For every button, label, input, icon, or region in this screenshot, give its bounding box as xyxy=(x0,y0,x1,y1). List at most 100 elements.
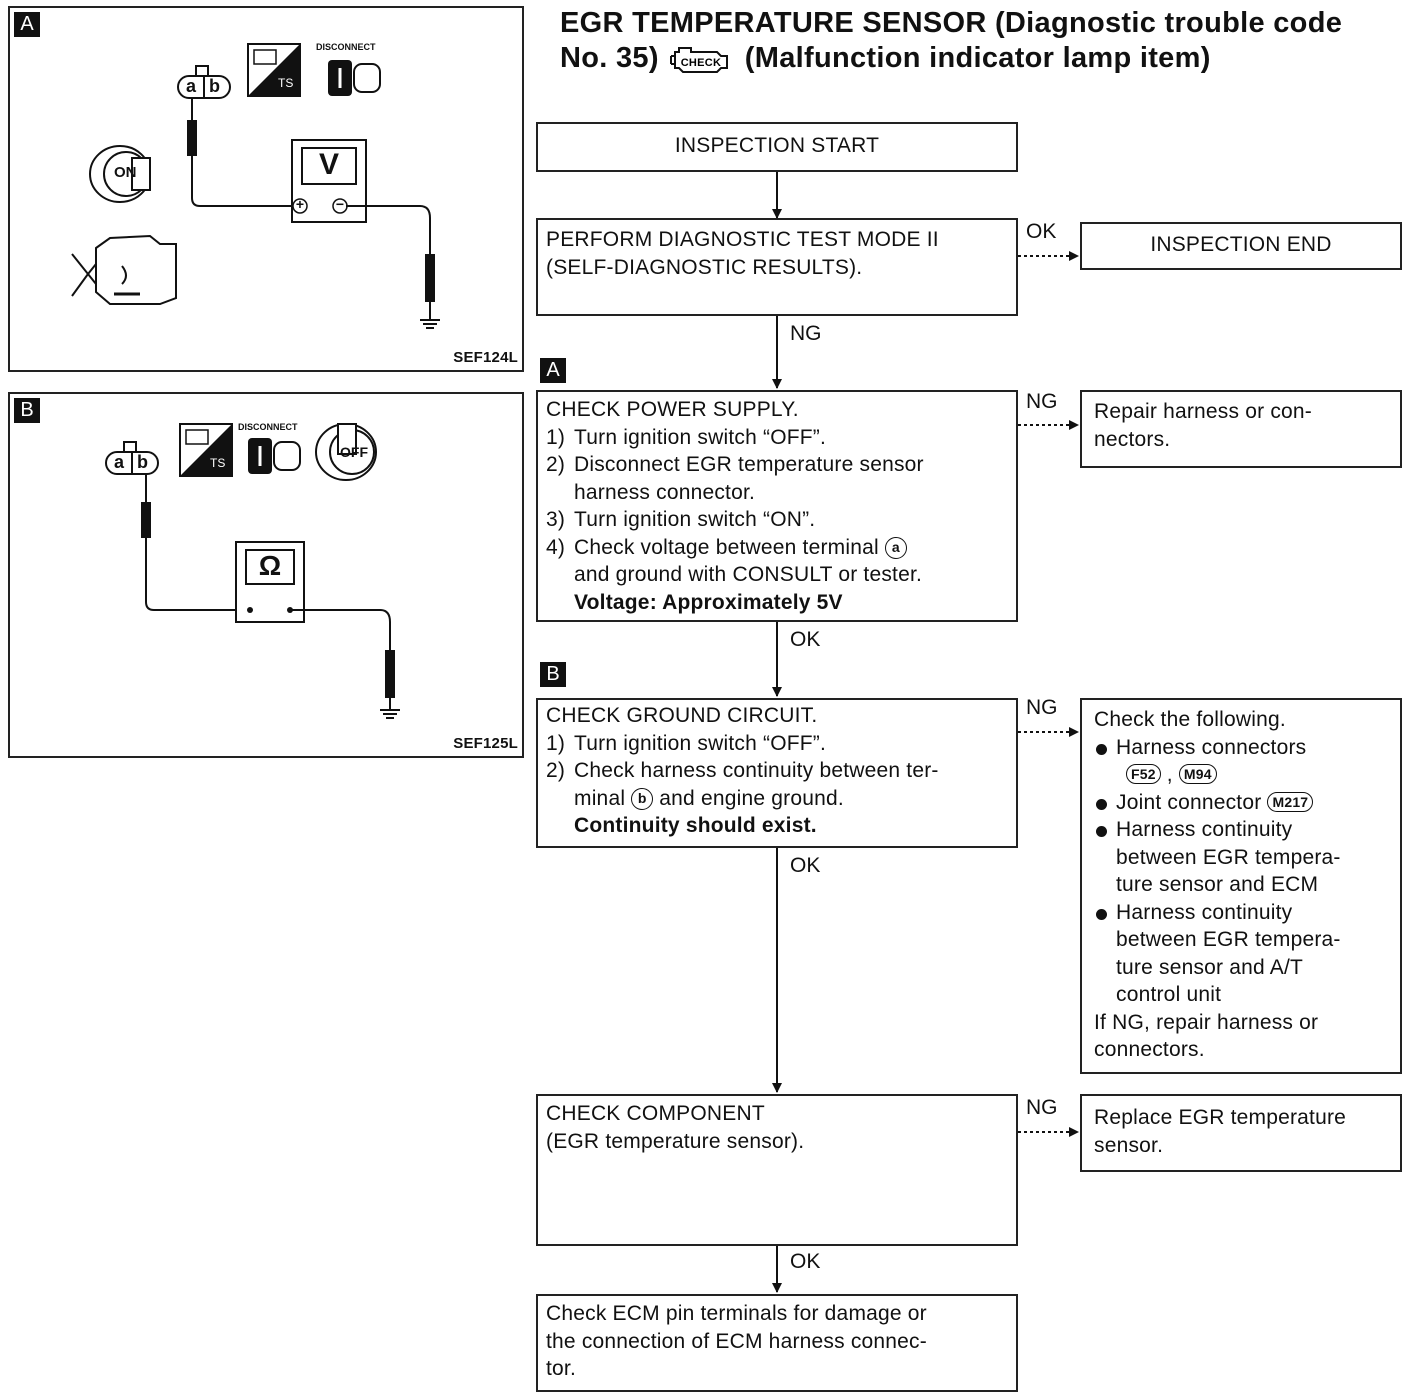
check-item: Joint connector M217 xyxy=(1094,789,1388,817)
figure-b-tag: B xyxy=(14,398,40,423)
power-step-num: 4) xyxy=(546,535,566,559)
check-item-text: ture sensor and A/T xyxy=(1116,955,1304,979)
ts-icon xyxy=(179,423,233,477)
check-following-footer-2: connectors. xyxy=(1094,1038,1205,1061)
flow-label-ok: OK xyxy=(790,1250,821,1273)
page-title: EGR TEMPERATURE SENSOR (Diagnostic troub… xyxy=(560,6,1410,76)
power-supply-box: CHECK POWER SUPPLY. 1) Turn ignition swit… xyxy=(536,390,1018,622)
power-supply-steps: 1) Turn ignition switch “OFF”. 2) Disconne… xyxy=(546,424,1008,617)
power-step-text: Check voltage between terminal xyxy=(574,535,879,559)
disconnect-label: DISCONNECT xyxy=(238,422,298,432)
figure-a-tag: A xyxy=(14,12,40,37)
power-step-text: and ground with CONSULT or tester. xyxy=(574,563,923,586)
mode2-line-2: (SELF-DIAGNOSTIC RESULTS). xyxy=(546,255,863,279)
check-icon-text: CHECK xyxy=(680,57,721,69)
check-engine-icon: CHECK xyxy=(669,42,735,76)
flow-label-ok: OK xyxy=(790,628,821,651)
check-component-box: CHECK COMPONENT (EGR temperature sensor)… xyxy=(536,1094,1018,1246)
connector-codes: F52 , M94 xyxy=(1116,761,1388,789)
check-item-text: ture sensor and ECM xyxy=(1116,873,1319,896)
power-step: and ground with CONSULT or tester. xyxy=(546,561,1008,589)
ground-step: 2) Check harness continuity between ter- xyxy=(546,757,1008,785)
ts-icon xyxy=(247,43,301,97)
replace-line-2: sensor. xyxy=(1094,1133,1164,1157)
disconnect-icon xyxy=(328,60,381,96)
voltmeter-icon xyxy=(291,139,367,223)
probe-icon xyxy=(425,254,435,302)
probe-icon xyxy=(187,120,197,156)
check-following-list: Harness connectors F52 , M94 Joint conne… xyxy=(1094,734,1388,1009)
meter-plus-label: + xyxy=(295,196,305,212)
power-supply-heading: CHECK POWER SUPPLY. xyxy=(546,398,799,421)
ground-circuit-box: CHECK GROUND CIRCUIT. 1)Turn ignition sw… xyxy=(536,698,1018,848)
title-mil-item: (Malfunction indicator lamp item) xyxy=(744,42,1211,74)
check-following-footer-1: If NG, repair harness or xyxy=(1094,1010,1319,1034)
check-following-heading: Check the following. xyxy=(1094,708,1286,731)
flow-label-ok: OK xyxy=(1026,220,1057,243)
flow-label-ng: NG xyxy=(1026,390,1058,413)
ground-step-num: 2) xyxy=(546,759,566,782)
ground-step-text: and engine ground. xyxy=(659,786,844,810)
connector-badge: M217 xyxy=(1267,791,1314,812)
ground-steps: 1)Turn ignition switch “OFF”. 2)Check ha… xyxy=(546,730,1008,840)
power-step-text: Turn ignition switch “OFF”. xyxy=(574,425,827,449)
mode2-box: PERFORM DIAGNOSTIC TEST MODE II (SELF-DI… xyxy=(536,218,1018,316)
ground-step: minal b and engine ground. xyxy=(546,785,1008,813)
ts-label: TS xyxy=(278,76,294,90)
power-step: Voltage: Approximately 5V xyxy=(546,589,1008,617)
ground-step-text: Check harness continuity between ter- xyxy=(574,759,939,782)
continuity-spec: Continuity should exist. xyxy=(574,814,817,837)
figure-b-drawing xyxy=(105,423,400,719)
power-step-text: harness connector. xyxy=(574,480,756,504)
title-code: No. 35) xyxy=(560,42,659,74)
meter-volt-label: V xyxy=(318,148,339,181)
probe-icon xyxy=(141,502,151,538)
power-step: harness connector. xyxy=(546,479,1008,507)
meter-ohm-label: Ω xyxy=(258,550,282,581)
connector-terminal-a: a xyxy=(186,76,197,96)
terminal-b-marker: b xyxy=(631,787,654,810)
connector-badge: F52 xyxy=(1126,764,1161,784)
power-step-text: Disconnect EGR temperature sensor xyxy=(574,453,924,476)
ecm-line-3: tor. xyxy=(546,1357,576,1380)
connector-badge: M94 xyxy=(1178,764,1217,784)
component-line-2: (EGR temperature sensor). xyxy=(546,1129,805,1153)
power-step-num: 2) xyxy=(546,453,566,476)
ignition-on-label: ON xyxy=(114,164,137,181)
flow-label-ng: NG xyxy=(1026,1096,1058,1119)
check-item: Harness connectors F52 , M94 xyxy=(1094,734,1388,789)
repair-line-2: nectors. xyxy=(1094,427,1171,451)
power-step: 3)Turn ignition switch “ON”. xyxy=(546,506,1008,534)
figure-a-code: SEF124L xyxy=(453,349,518,366)
replace-sensor-box: Replace EGR temperature sensor. xyxy=(1080,1094,1402,1172)
ground-step: Continuity should exist. xyxy=(546,812,1008,840)
figure-a-drawing xyxy=(71,43,440,329)
power-step: 2) Disconnect EGR temperature sensor xyxy=(546,451,1008,479)
title-line-1: EGR TEMPERATURE SENSOR (Diagnostic troub… xyxy=(560,7,1343,39)
disconnect-label: DISCONNECT xyxy=(316,42,376,52)
ground-step-text: Turn ignition switch “OFF”. xyxy=(574,731,827,755)
check-item-text: Joint connector xyxy=(1116,790,1262,814)
figure-b-code: SEF125L xyxy=(453,735,518,752)
connector-terminal-b: b xyxy=(137,452,148,472)
ts-label: TS xyxy=(210,456,226,470)
power-step-num: 1) xyxy=(546,425,566,449)
title-line-2: No. 35) CHECK (Malfunction indicator lam… xyxy=(560,41,1410,76)
check-item-text: Harness continuity xyxy=(1116,818,1293,841)
harness-connector-icon xyxy=(105,441,159,475)
flow-label-ok: OK xyxy=(790,854,821,877)
mode2-line-1: PERFORM DIAGNOSTIC TEST MODE II xyxy=(546,228,939,251)
check-item: Harness continuity between EGR tempera- … xyxy=(1094,816,1388,899)
terminal-a-marker: a xyxy=(884,536,907,559)
ecm-check-box: Check ECM pin terminals for damage or th… xyxy=(536,1294,1018,1392)
ignition-off-label: OFF xyxy=(340,444,368,460)
inspection-start-box: INSPECTION START xyxy=(536,122,1018,172)
step-b-tag: B xyxy=(540,662,566,687)
check-item-text: between EGR tempera- xyxy=(1116,845,1341,869)
inspection-start-label: INSPECTION START xyxy=(674,134,880,157)
check-item: Harness continuity between EGR tempera- … xyxy=(1094,899,1388,1009)
figure-a-panel: A xyxy=(8,6,524,372)
ground-symbol-icon xyxy=(420,319,440,329)
check-item-text: Harness connectors xyxy=(1116,735,1307,759)
